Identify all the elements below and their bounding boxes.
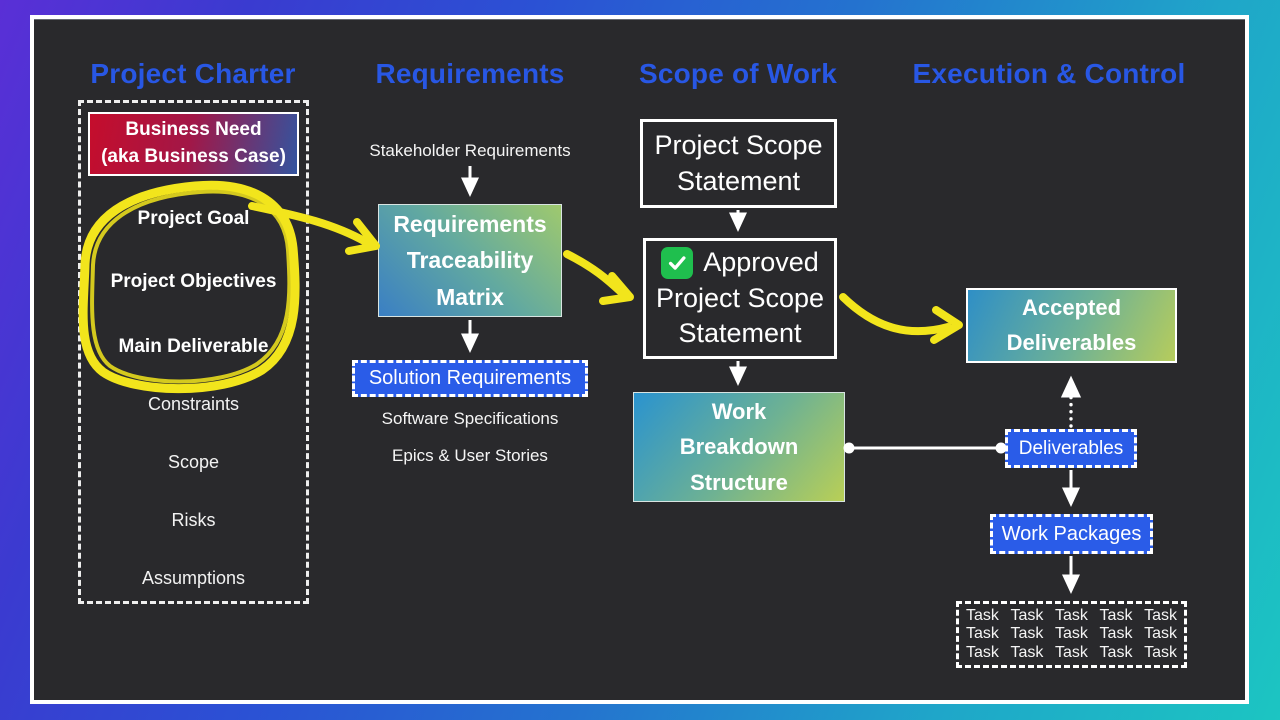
task-label: Task (1144, 607, 1177, 625)
task-label: Task (1055, 643, 1088, 661)
task-label: Task (966, 607, 999, 625)
task-label: Task (1144, 643, 1177, 661)
approved-label: Approved (703, 246, 819, 277)
tasks-box: Task Task Task Task Task Task Task Task … (956, 601, 1187, 668)
task-label: Task (1144, 625, 1177, 643)
task-label: Task (966, 643, 999, 661)
task-label: Task (1010, 643, 1044, 661)
task-label: Task (1055, 607, 1088, 625)
task-label: Task (1099, 643, 1133, 661)
charter-item-assumptions: Assumptions (141, 568, 246, 588)
software-specifications-label: Software Specifications (381, 409, 559, 428)
task-row: Task Task Task Task Task (966, 607, 1177, 625)
work-breakdown-structure-box: Work Breakdown Structure (633, 392, 845, 502)
epics-user-stories-label: Epics & User Stories (392, 446, 548, 465)
task-row: Task Task Task Task Task (966, 625, 1177, 643)
approved-check-icon (661, 246, 694, 279)
work-packages-box: Work Packages (990, 514, 1153, 554)
charter-item-main-deliverable: Main Deliverable (118, 336, 269, 357)
accepted-deliverables-box: Accepted Deliverables (966, 288, 1177, 363)
approved-rest-label: Project Scope Statement (655, 282, 825, 349)
charter-item-project-goal: Project Goal (137, 208, 250, 229)
heading-requirements: Requirements (375, 58, 565, 89)
task-label: Task (1099, 607, 1133, 625)
charter-item-constraints: Constraints (147, 394, 240, 414)
task-row: Task Task Task Task Task (966, 644, 1177, 662)
stakeholder-requirements-label: Stakeholder Requirements (369, 141, 571, 160)
task-label: Task (1055, 625, 1088, 643)
heading-execution-control: Execution & Control (912, 58, 1186, 89)
charter-item-project-objectives: Project Objectives (110, 271, 277, 292)
charter-item-risks: Risks (171, 510, 216, 530)
approved-project-scope-statement-box: Approved Project Scope Statement (643, 238, 837, 359)
task-label: Task (1010, 607, 1044, 625)
task-label: Task (1099, 625, 1133, 643)
heading-scope-of-work: Scope of Work (638, 58, 838, 89)
heading-project-charter: Project Charter (90, 58, 296, 89)
task-label: Task (966, 625, 999, 643)
deliverables-box: Deliverables (1005, 429, 1137, 468)
project-scope-statement-box: Project Scope Statement (640, 119, 837, 208)
solution-requirements-box: Solution Requirements (352, 360, 588, 397)
task-label: Task (1010, 625, 1044, 643)
charter-item-scope: Scope (167, 452, 220, 472)
business-need-box: Business Need (aka Business Case) (88, 112, 299, 176)
requirements-traceability-matrix-box: Requirements Traceability Matrix (378, 204, 562, 317)
